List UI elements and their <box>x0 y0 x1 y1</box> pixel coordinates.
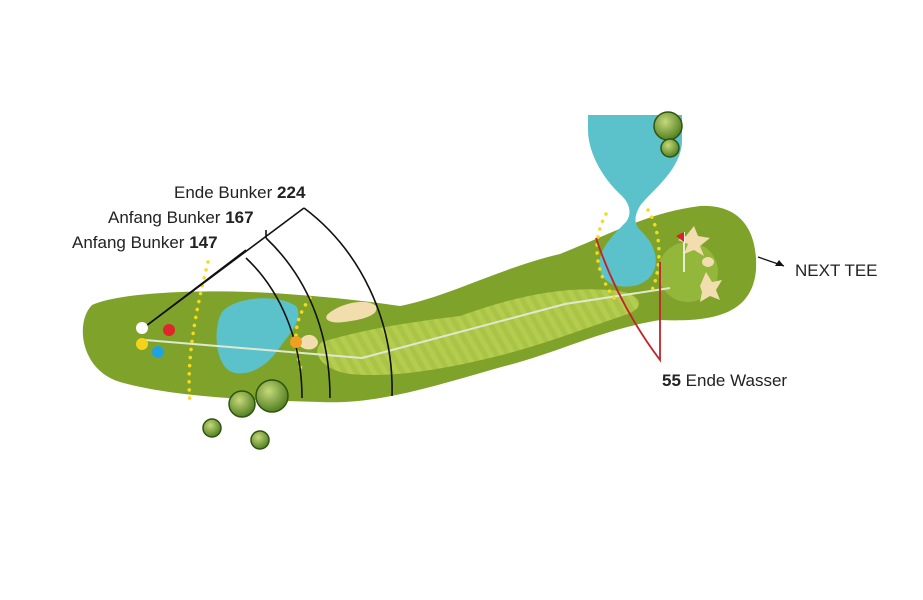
label-bunker-start-147: Anfang Bunker 147 <box>72 233 218 252</box>
bunker-small <box>300 334 318 350</box>
yardage-marker <box>290 336 302 348</box>
bunker-fairway <box>326 301 377 323</box>
water-end-line <box>595 237 661 363</box>
dotted-line-green-left <box>595 212 616 300</box>
tee-white <box>136 322 148 334</box>
tee-yellow <box>136 338 148 350</box>
yardage-arc-224 <box>303 207 393 397</box>
play-route <box>144 287 671 360</box>
tee-red <box>163 324 175 336</box>
dotted-line-green-right <box>646 208 661 292</box>
dotted-line-mid <box>294 296 312 374</box>
label-water-end: 55 Ende Wasser <box>662 371 787 390</box>
dotted-line-tee <box>187 260 210 404</box>
yardage-arc-167 <box>265 237 331 399</box>
arrow-right-icon <box>757 256 785 267</box>
label-bunker-start-167: Anfang Bunker 167 <box>108 208 254 227</box>
bunker-green-small <box>702 257 714 267</box>
water-hazard-right <box>588 115 682 287</box>
bunker-green-top <box>678 226 710 256</box>
next-tee-label: NEXT TEE <box>795 261 878 280</box>
bunker-green-right <box>700 272 722 302</box>
yardage-arc-147 <box>245 257 303 399</box>
leader-line-224 <box>145 207 305 327</box>
water-hazard-left <box>216 298 299 374</box>
fairway <box>317 289 640 376</box>
label-bunker-end: Ende Bunker 224 <box>174 183 306 202</box>
flag-icon <box>676 232 685 272</box>
tree-icon <box>202 111 683 450</box>
tee-blue <box>152 346 164 358</box>
